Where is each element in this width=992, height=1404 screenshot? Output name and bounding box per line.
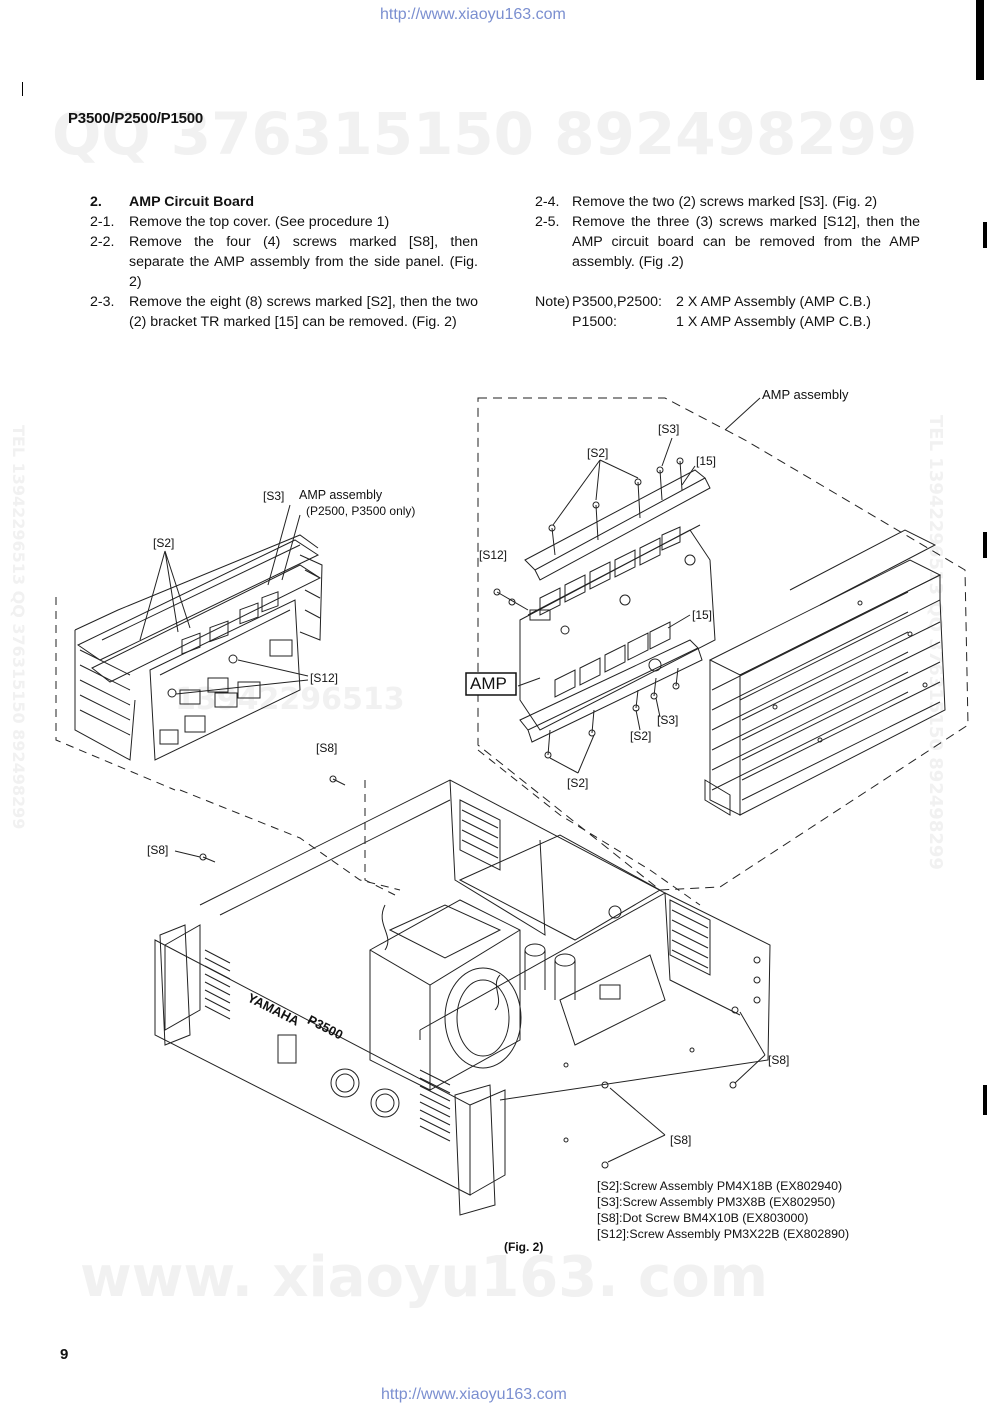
label-amp-assembly-left: AMP assembly [299,488,383,502]
label-amp-box: AMP [470,674,507,693]
label-s3-left: [S3] [263,489,285,503]
label-s3-lower: [S3] [657,713,679,727]
label-s12-right: [S12] [479,548,508,562]
legend-s2: [S2]:Screw Assembly PM4X18B (EX802940) [597,1179,843,1193]
label-s8-c: [S8] [768,1053,790,1067]
section-number: 2. [90,194,102,210]
label-s8-d: [S8] [670,1133,692,1147]
label-amp-assembly-left-note: (P2500, P3500 only) [306,504,416,518]
header-url[interactable]: http://www.xiaoyu163.com [380,6,566,23]
label-s8-a: [S8] [316,741,338,755]
figure-caption: (Fig. 2) [504,1240,544,1254]
model-title: P3500/P2500/P1500 [68,110,204,127]
footer-url[interactable]: http://www.xiaoyu163.com [381,1386,567,1403]
page-number: 9 [60,1346,69,1363]
scan-edge-bar [976,0,984,80]
scan-edge-mark [983,222,987,248]
right-amp-assembly [493,397,761,774]
watermark-mid: 13942296513 [175,682,405,717]
watermark-site: www. xiaoyu163. com [80,1245,769,1310]
label-s2-left: [S2] [153,536,175,550]
scan-edge-mark [983,1085,987,1115]
scan-edge-mark [983,532,987,558]
scan-edge-mark-left [22,82,23,96]
dashed-leader-lines [55,597,701,906]
note-value-1: 2 X AMP Assembly (AMP C.B.) [676,294,872,310]
label-s2-bottom: [S2] [567,776,589,790]
watermark-qq: QQ 376315150 892498299 [52,100,918,168]
section-title: AMP Circuit Board [129,194,255,210]
note-model-1: P3500,P2500: [572,294,662,310]
legend-s8: [S8]:Dot Screw BM4X10B (EX803000) [597,1211,809,1225]
label-s3-top: [S3] [658,422,680,436]
chassis [154,775,771,1216]
legend-s12: [S12]:Screw Assembly PM3X22B (EX802890) [597,1227,850,1241]
label-amp-assembly-top: AMP assembly [762,387,849,402]
note-prefix: Note) [535,294,570,310]
heat-sink [704,529,946,816]
legend-s3: [S3]:Screw Assembly PM3X8B (EX802950) [597,1195,836,1209]
label-15-top: [15] [696,454,717,468]
label-s8-b: [S8] [147,843,169,857]
label-s2-lower: [S2] [630,729,652,743]
left-amp-assembly [74,504,323,761]
amp-label-box [465,672,517,696]
label-15-mid: [15] [692,608,713,622]
dashed-outline-right-assembly [477,397,969,891]
note-model-2: P1500: [572,314,617,330]
note-value-2: 1 X AMP Assembly (AMP C.B.) [676,314,872,330]
label-s12-left: [S12] [310,671,339,685]
label-s2-top: [S2] [587,446,609,460]
